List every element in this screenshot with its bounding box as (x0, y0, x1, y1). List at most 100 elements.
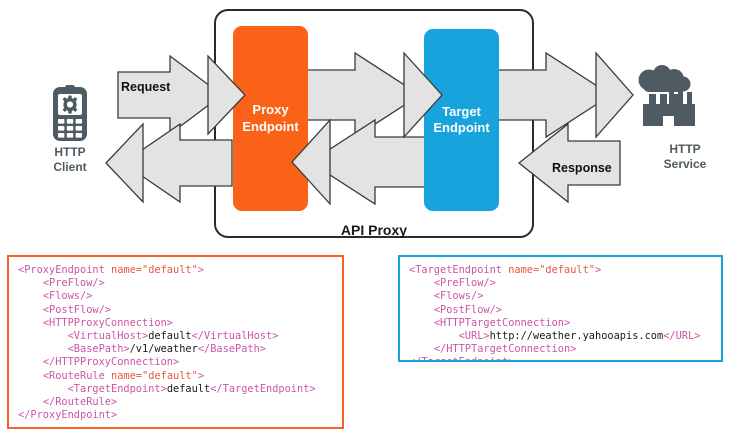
code-token-tg: <HTTPTargetConnection> (433, 316, 571, 329)
code-line: </ProxyEndpoint> (18, 409, 333, 422)
code-token-tg: <VirtualHost> (67, 330, 149, 343)
http-service-label-line2: Service (663, 157, 707, 171)
code-token-tx: default (166, 382, 211, 395)
code-token-tg: > (595, 264, 602, 276)
code-token-av: "default" (539, 264, 595, 276)
http-client-label-line2: Client (53, 160, 87, 174)
code-token-tx (18, 396, 43, 408)
code-token-tx (18, 290, 43, 302)
code-token-tg: <BasePath> (67, 343, 130, 356)
code-token-tx (18, 330, 68, 342)
target-endpoint-label-line2: Endpoint (433, 120, 490, 135)
code-line: </HTTPTargetConnection> (409, 343, 712, 356)
code-token-tg: </HTTPTargetConnection> (433, 343, 577, 356)
code-line: <ProxyEndpoint name="default"> (18, 264, 333, 277)
code-line: <RouteRule name="default"> (18, 370, 333, 383)
code-token-tg: <RouteRule (42, 369, 112, 382)
code-token-tx: http://weather.yahooapis.com (489, 330, 664, 343)
response-arrow-label: Response (552, 161, 612, 175)
code-token-tg: <PostFlow/> (433, 303, 503, 316)
code-token-tg: <Flows/> (42, 290, 93, 303)
code-line: <BasePath>/v1/weather</BasePath> (18, 343, 333, 356)
code-token-tx (18, 343, 68, 355)
http-client-label-line1: HTTP (54, 145, 86, 159)
code-line: <TargetEndpoint>default</TargetEndpoint> (18, 383, 333, 396)
code-line: <HTTPProxyConnection> (18, 317, 333, 330)
proxy-endpoint-label: Proxy Endpoint (242, 102, 298, 135)
code-token-tg: <HTTPProxyConnection> (42, 316, 173, 329)
code-token-tg: <PreFlow/> (42, 277, 105, 290)
code-line: <TargetEndpoint name="default"> (409, 264, 712, 277)
code-token-tx (18, 356, 43, 368)
code-token-tx (18, 277, 43, 289)
code-token-tg: </RouteRule> (42, 396, 118, 409)
code-token-tg: > (197, 369, 205, 382)
code-line: <PreFlow/> (409, 277, 712, 290)
code-token-tg: </ProxyEndpoint> (18, 409, 118, 422)
code-token-tg: <TargetEndpoint> (67, 382, 167, 395)
code-token-tx (18, 383, 68, 395)
code-token-tg: </TargetEndpoint> (409, 356, 514, 360)
code-line: <Flows/> (409, 290, 712, 303)
proxy-endpoint-code-block[interactable]: <ProxyEndpoint name="default"> <PreFlow/… (7, 255, 344, 429)
code-line: <HTTPTargetConnection> (409, 317, 712, 330)
target-endpoint-code-block[interactable]: <TargetEndpoint name="default"> <PreFlow… (398, 255, 723, 362)
code-token-tg: <URL> (458, 330, 490, 343)
code-token-tx (409, 304, 434, 316)
code-token-tx: default (148, 330, 192, 343)
code-token-tg: <Flows/> (433, 290, 484, 303)
http-service-label: HTTP Service (640, 142, 730, 172)
api-proxy-label: API Proxy (340, 222, 408, 238)
code-token-av: "default" (142, 264, 198, 276)
code-token-tg: <TargetEndpoint (409, 264, 509, 276)
proxy-endpoint-label-line1: Proxy (252, 102, 289, 118)
code-token-tx (409, 317, 434, 329)
http-service-label-line1: HTTP (669, 142, 701, 156)
code-token-tx (18, 370, 43, 382)
code-token-tg: </TargetEndpoint> (210, 382, 316, 395)
code-line: <PostFlow/> (18, 304, 333, 317)
request-arrow (117, 54, 224, 136)
code-line: </RouteRule> (18, 396, 333, 409)
proxy-endpoint-block[interactable]: Proxy Endpoint (233, 26, 308, 211)
code-line: <URL>http://weather.yahooapis.com</URL> (409, 330, 712, 343)
service-response-arrow (517, 122, 621, 204)
code-token-at: name= (111, 369, 143, 382)
proxy-endpoint-label-line2: Endpoint (242, 118, 299, 134)
target-endpoint-label: Target Endpoint (433, 104, 489, 137)
code-token-tg: <ProxyEndpoint (18, 264, 111, 276)
code-line: <PreFlow/> (18, 277, 333, 290)
code-token-at: name= (111, 264, 142, 276)
code-token-av: "default" (142, 369, 198, 382)
code-token-tg: <PostFlow/> (42, 303, 112, 316)
code-line: <VirtualHost>default</VirtualHost> (18, 330, 333, 343)
code-token-tx (18, 304, 43, 316)
code-token-tg: </VirtualHost> (191, 330, 279, 343)
code-token-tg: </BasePath> (197, 343, 267, 356)
http-client-label: HTTP Client (30, 145, 110, 175)
code-token-tx (18, 317, 43, 329)
proxy-to-target-arrow (302, 51, 422, 139)
target-endpoint-block[interactable]: Target Endpoint (424, 29, 499, 211)
code-line: <Flows/> (18, 290, 333, 303)
target-endpoint-label-line1: Target (442, 103, 481, 119)
arrow-layer-back (117, 51, 621, 206)
client-response-arrow (121, 122, 233, 204)
code-token-tx: /v1/weather (129, 343, 198, 356)
code-token-tg: <PreFlow/> (433, 277, 496, 290)
code-token-tg: > (197, 264, 204, 276)
code-line: <PostFlow/> (409, 304, 712, 317)
code-token-tx (409, 343, 434, 355)
code-token-tg: </HTTPProxyConnection> (42, 356, 180, 369)
request-arrow-label: Request (121, 80, 171, 94)
target-to-service-arrow (493, 51, 613, 139)
target-to-proxy-arrow (308, 118, 431, 206)
code-token-tg: </URL> (663, 330, 701, 343)
code-line: </TargetEndpoint> (409, 356, 712, 360)
factory-cloud-icon (638, 65, 695, 126)
mobile-phone-gear-icon (53, 85, 87, 141)
code-token-tx (409, 330, 459, 342)
code-token-at: name= (508, 264, 540, 276)
code-token-tx (409, 277, 434, 289)
